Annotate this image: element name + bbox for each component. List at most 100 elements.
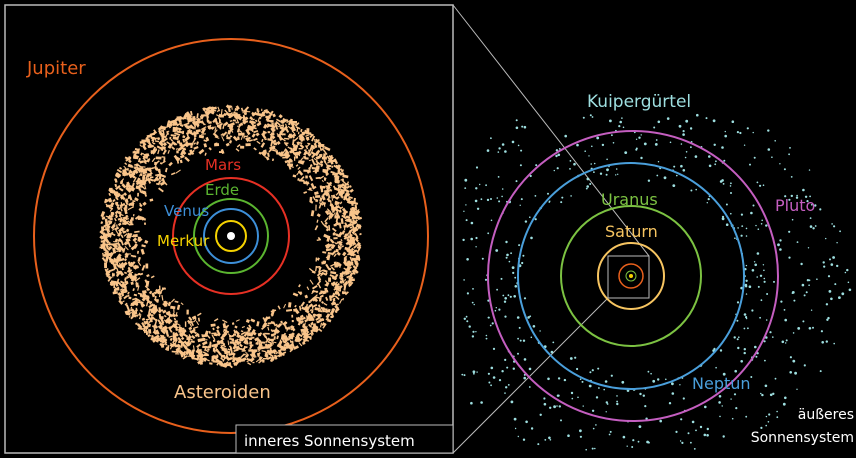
- asteroid: [343, 195, 349, 202]
- asteroid: [340, 270, 344, 275]
- kuiper-object: [830, 297, 833, 301]
- asteroid: [193, 146, 199, 150]
- asteroid: [342, 212, 347, 216]
- asteroid: [143, 175, 146, 180]
- asteroid: [176, 150, 179, 154]
- kuiper-object: [825, 303, 829, 306]
- kuiper-object: [789, 356, 793, 359]
- asteroid: [350, 236, 355, 240]
- asteroid: [326, 243, 331, 247]
- kuiper-object: [745, 227, 748, 230]
- kuiper-object: [784, 195, 787, 198]
- asteroid: [292, 123, 297, 126]
- kuiper-object: [706, 427, 709, 431]
- asteroid: [227, 340, 230, 346]
- asteroid: [194, 331, 198, 335]
- asteroid: [356, 246, 360, 249]
- kuiper-object: [731, 417, 734, 420]
- kuiper-object: [735, 407, 738, 410]
- asteroid: [228, 108, 231, 113]
- asteroid: [220, 354, 226, 358]
- kuiper-object: [522, 438, 526, 441]
- asteroid: [245, 346, 248, 348]
- kuiper-object: [612, 142, 615, 144]
- asteroid: [291, 319, 294, 323]
- asteroid: [240, 331, 247, 336]
- kuiper-object: [784, 318, 787, 322]
- asteroid: [195, 129, 201, 133]
- kuiper-object: [640, 156, 643, 160]
- kuiper-object: [777, 243, 780, 247]
- asteroid: [159, 324, 163, 330]
- kuiper-object: [591, 447, 594, 450]
- asteroid: [314, 307, 320, 311]
- asteroid: [144, 239, 149, 244]
- kuiper-object: [743, 327, 746, 330]
- kuiper-object: [642, 394, 645, 397]
- asteroid: [326, 208, 332, 214]
- jupiter-label: Jupiter: [26, 58, 86, 79]
- kuiper-object: [657, 378, 660, 381]
- asteroid: [339, 201, 343, 205]
- asteroid: [184, 156, 190, 162]
- asteroid: [190, 110, 193, 116]
- asteroid: [115, 172, 122, 178]
- asteroid: [297, 131, 300, 135]
- kuiper-object: [639, 392, 642, 396]
- asteroid: [308, 159, 312, 162]
- kuiper-object: [588, 384, 592, 388]
- asteroid: [288, 133, 293, 139]
- kuiper-object: [812, 326, 814, 329]
- kuiper-object: [569, 168, 571, 170]
- asteroid: [234, 325, 238, 329]
- asteroid: [104, 198, 108, 203]
- kuiper-object: [501, 195, 503, 198]
- asteroid: [196, 113, 199, 119]
- kuiper-object: [586, 185, 589, 188]
- asteroid: [323, 155, 326, 161]
- asteroid: [139, 166, 145, 172]
- asteroid: [178, 331, 185, 337]
- asteroid: [315, 296, 322, 300]
- asteroid: [213, 126, 216, 128]
- kuiper-object: [517, 352, 519, 355]
- asteroid: [299, 143, 305, 149]
- asteroid: [133, 166, 137, 170]
- kuiper-object: [755, 355, 758, 358]
- asteroid: [296, 316, 301, 322]
- asteroid: [195, 320, 200, 326]
- asteroid: [286, 326, 290, 332]
- kuiper-object: [756, 181, 759, 184]
- kuiper-object: [844, 271, 847, 274]
- kuiper-object: [514, 276, 517, 279]
- asteroid: [263, 123, 268, 129]
- asteroid: [266, 316, 271, 320]
- kuiper-object: [582, 116, 585, 119]
- asteroid: [213, 350, 216, 353]
- asteroid: [253, 355, 257, 358]
- asteroid: [145, 280, 150, 287]
- kuiper-object: [523, 297, 527, 300]
- kuiper-object: [591, 145, 593, 148]
- asteroid: [139, 144, 143, 147]
- asteroid: [167, 326, 172, 329]
- asteroid: [293, 156, 296, 161]
- asteroid: [113, 191, 119, 199]
- kuiper-object: [806, 200, 809, 203]
- kuiper-object: [827, 316, 830, 320]
- asteroid: [251, 133, 256, 138]
- kuiper-object: [492, 347, 496, 350]
- asteroid: [284, 142, 289, 147]
- asteroid: [311, 135, 316, 142]
- asteroid: [130, 304, 134, 306]
- asteroid: [146, 288, 150, 292]
- asteroid: [160, 329, 166, 335]
- asteroid: [315, 155, 321, 160]
- asteroid: [118, 245, 126, 252]
- asteroid: [233, 111, 238, 115]
- asteroid: [317, 282, 322, 289]
- asteroid: [211, 355, 217, 360]
- asteroid: [132, 176, 137, 183]
- asteroid: [349, 226, 353, 229]
- neptune-label: Neptun: [692, 374, 751, 393]
